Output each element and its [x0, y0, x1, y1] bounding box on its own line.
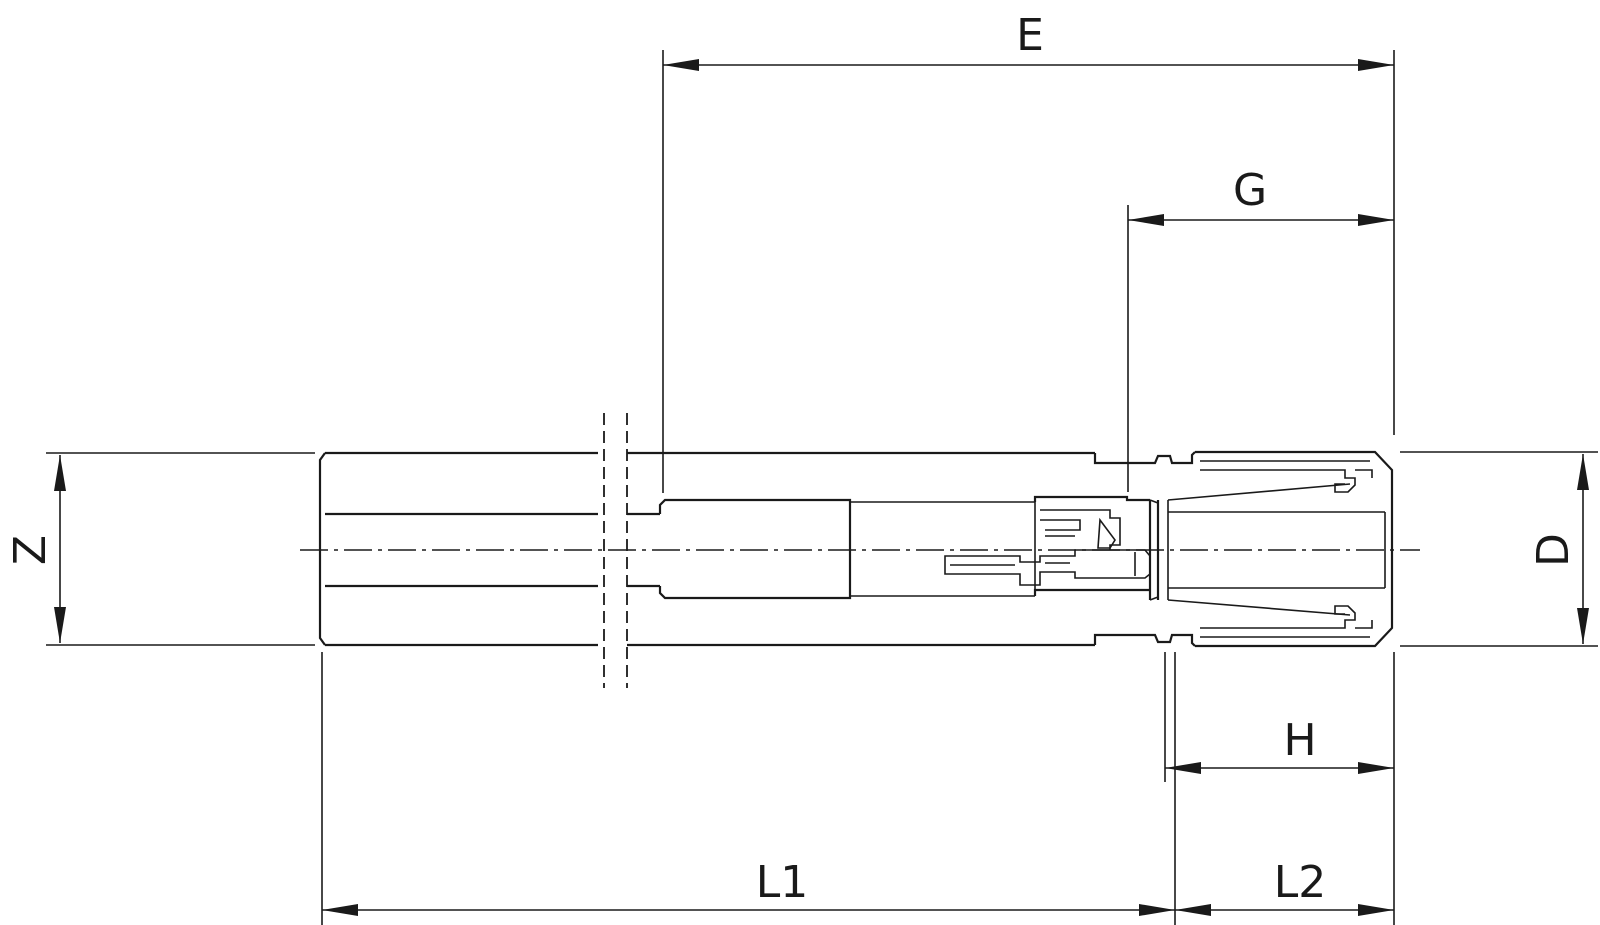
label-L1: L1 [756, 857, 809, 908]
tool-holder-body [318, 450, 1394, 648]
label-E: E [1016, 10, 1044, 61]
internal-bore [325, 495, 1151, 600]
dimension-lines [54, 59, 1589, 916]
dimension-labels: E G H L1 L2 Z D [5, 10, 1579, 908]
label-Z: Z [5, 535, 56, 565]
label-G: G [1233, 165, 1267, 216]
label-H: H [1283, 715, 1316, 766]
extension-lines [46, 50, 1598, 925]
label-D: D [1528, 533, 1579, 567]
label-L2: L2 [1274, 857, 1327, 908]
